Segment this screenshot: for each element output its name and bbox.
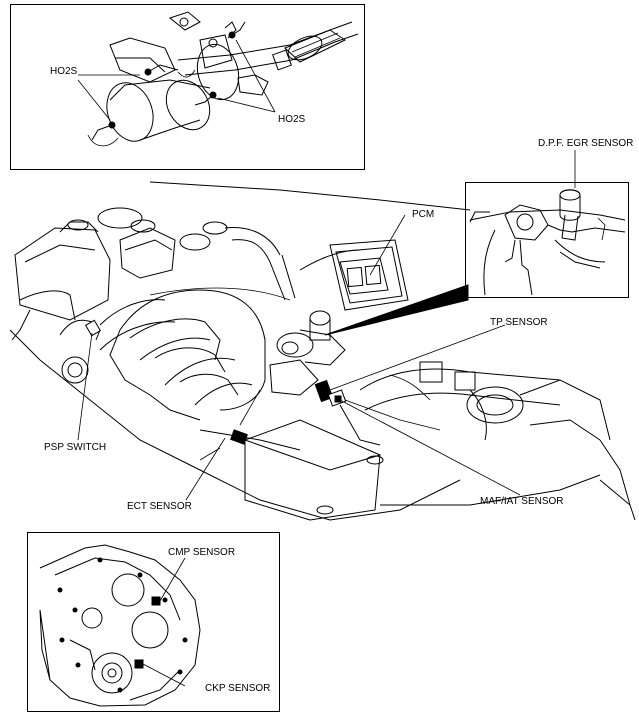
ho2s-label-right: HO2S [278,114,306,125]
pcm-label: PCM [412,209,435,220]
exhaust-inset-frame [10,4,365,170]
timing-cover-inset-frame [27,532,280,712]
ho2s-label-left: HO2S [50,66,78,77]
leader-lines [77,214,521,501]
cmp-sensor-label: CMP SENSOR [168,547,236,558]
dpf-egr-inset-frame [465,182,629,298]
ect-sensor-label: ECT SENSOR [127,501,192,512]
exhaust-inset-drawing [77,11,359,147]
psp-switch-label: PSP SWITCH [44,442,107,453]
ckp-sensor-label: CKP SENSOR [205,683,271,694]
tp-sensor-label: TP SENSOR [490,317,548,328]
dpf-egr-sensor-label: D.P.F. EGR SENSOR [538,138,634,149]
maf-iat-sensor-label: MAF/IAT SENSOR [480,496,564,507]
engine-bay-drawing [9,181,636,521]
timing-cover-inset-drawing [39,544,201,707]
dpf-egr-inset-drawing [469,150,626,296]
